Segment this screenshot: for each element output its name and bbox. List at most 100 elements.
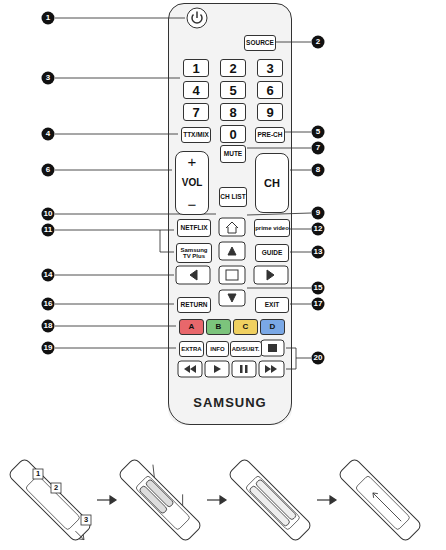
leader-line [55, 326, 176, 327]
leader-line [55, 134, 178, 135]
leader-line [290, 304, 311, 305]
button-label: EXTRA [181, 346, 201, 352]
playback-buttons [205, 361, 229, 377]
button: 5 [220, 81, 246, 99]
button-label: 2 [229, 62, 236, 75]
power-button [187, 8, 207, 28]
button: 2 [220, 59, 246, 77]
callout-number: 11 [40, 226, 56, 234]
callout-number: 6 [40, 166, 56, 174]
button: CH LIST [219, 187, 247, 207]
step-number: 3 [81, 516, 91, 524]
leader-line [247, 288, 311, 289]
button: Samsung TV Plus [176, 243, 212, 263]
navigation-buttons [219, 266, 245, 284]
leader-line [55, 275, 174, 276]
button-label: 8 [229, 106, 236, 119]
button: 8 [220, 103, 246, 121]
callout-number: 14 [40, 271, 56, 279]
playback-buttons [269, 345, 277, 352]
power-button [187, 8, 207, 28]
button-label: 5 [229, 84, 236, 97]
step-arrow [110, 496, 116, 504]
button-label: VOL [182, 178, 203, 188]
callout-circle [42, 12, 325, 365]
leader-line [55, 170, 172, 171]
step-arrow [207, 499, 220, 500]
callout-number: 7 [310, 144, 326, 152]
step-number: 1 [33, 470, 43, 478]
leader-line [247, 213, 311, 215]
button: RETURN [177, 297, 211, 313]
battery-illustration [118, 458, 203, 543]
button-label: 4 [192, 84, 199, 97]
button: NETFLIX [177, 219, 211, 237]
button-label: prime video [255, 225, 289, 231]
navigation-buttons [228, 247, 236, 255]
leader-line [286, 348, 311, 369]
leader-line [290, 170, 311, 171]
battery-illustration [81, 515, 91, 525]
button-label: NETFLIX [180, 225, 207, 232]
button-label: Samsung TV Plus [177, 247, 211, 259]
callout-number: 16 [40, 300, 56, 308]
playback-buttons [184, 365, 196, 373]
leader-line [276, 42, 311, 43]
button: SOURCE [244, 35, 276, 51]
button: 4 [183, 81, 209, 99]
step-arrow [97, 499, 110, 500]
button: EXIT [255, 297, 289, 313]
button: +VOL− [175, 151, 209, 215]
step-arrow [317, 499, 330, 500]
button: CH [255, 153, 289, 213]
battery-illustration [338, 458, 423, 543]
callout-number: 17 [310, 300, 326, 308]
button-label: INFO [210, 346, 224, 352]
button-label: GUIDE [262, 250, 283, 257]
button: B [206, 319, 231, 335]
callout-number: 12 [310, 225, 326, 233]
leader-line [55, 18, 311, 369]
step-arrow [220, 496, 226, 504]
button-label: RETURN [180, 302, 207, 309]
playback-buttons [178, 361, 202, 377]
leader-line [284, 132, 311, 133]
leader-line [55, 348, 176, 349]
callout-number: 3 [40, 74, 56, 82]
remote-control: SAMSUNGSOURCE123456789TTX/MIX0PRE-CH+VOL… [168, 3, 292, 425]
callout-number: 5 [310, 128, 326, 136]
playback-buttons [214, 365, 221, 373]
battery-illustration [33, 469, 43, 479]
button: 1 [183, 59, 209, 77]
button: 6 [257, 81, 283, 99]
navigation-buttons [267, 270, 274, 280]
battery-illustration [255, 479, 297, 521]
battery-illustration [338, 458, 423, 543]
callout-number: 18 [40, 322, 56, 330]
leader-line [55, 230, 174, 252]
navigation-buttons [228, 294, 236, 302]
step-arrow [330, 496, 336, 504]
button-label: CH LIST [220, 194, 245, 201]
button: C [233, 319, 258, 335]
button-label: 1 [192, 62, 199, 75]
button-label: 9 [266, 106, 273, 119]
battery-illustration [228, 458, 313, 543]
callout-number: 8 [310, 166, 326, 174]
navigation-buttons [219, 290, 245, 306]
leader-line [290, 229, 311, 230]
button-label: + [188, 154, 197, 169]
playback-buttons [245, 365, 248, 373]
battery-illustration [147, 465, 188, 506]
playback-buttons [232, 361, 256, 377]
navigation-buttons [226, 222, 238, 233]
button: A [179, 319, 204, 335]
button-label: 7 [192, 106, 199, 119]
brand-name: SAMSUNG [169, 396, 291, 409]
navigation-buttons [219, 242, 245, 260]
button-label: 6 [266, 84, 273, 97]
button-label: B [216, 323, 222, 331]
leader-line [55, 78, 180, 79]
button: 7 [183, 103, 209, 121]
